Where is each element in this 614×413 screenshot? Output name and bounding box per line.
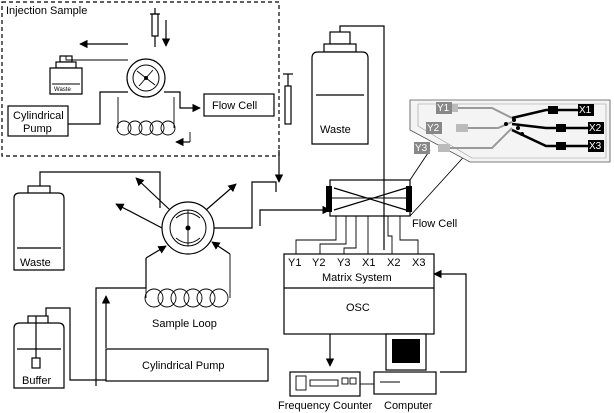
buffer-line	[45, 307, 106, 381]
buffer-label: Buffer	[22, 375, 51, 387]
chip-output-x2: X2	[589, 123, 602, 134]
inset-waste-bottle: Waste	[49, 55, 83, 95]
frequency-counter-device: Frequency Counter	[278, 371, 372, 412]
waste-left-line	[39, 171, 161, 208]
chip-output-x3: X3	[589, 141, 602, 152]
waste-bottle-top: Waste	[311, 31, 369, 145]
center-syringe-icon	[274, 73, 293, 183]
waste-left-label: Waste	[20, 257, 51, 269]
cylindrical-pump-box	[105, 348, 269, 382]
buffer-bottle: Buffer	[13, 315, 65, 389]
inset-waste-label: Waste	[54, 87, 71, 93]
chip-callout: Y1 Y2 Y3 X1 X2 X3	[409, 99, 611, 163]
matrix-system-label: Matrix System	[322, 272, 392, 284]
inset-flow-cell-box	[203, 93, 275, 117]
frequency-counter-label: Frequency Counter	[278, 400, 372, 412]
inset-flow-cell-label: Flow Cell	[212, 100, 257, 112]
main-six-port-valve	[161, 201, 215, 255]
flow-cell-label: Flow Cell	[412, 218, 457, 230]
computer-label: Computer	[384, 400, 433, 412]
chip-output-x1: X1	[579, 105, 592, 116]
computer-device: Computer	[373, 333, 437, 412]
channel-label-y1: Y1	[288, 257, 301, 269]
waste-top-label: Waste	[320, 124, 351, 136]
sample-loop-label: Sample Loop	[152, 318, 217, 330]
channel-label-x1: X1	[362, 257, 375, 269]
injection-sample-inset: Injection Sample Waste	[1, 1, 280, 157]
flow-cell-wires	[295, 216, 419, 254]
inset-title: Injection Sample	[6, 5, 87, 17]
cylindrical-pump-label: Cylindrical Pump	[142, 360, 225, 372]
chip-input-y3: Y3	[415, 143, 428, 154]
channel-label-x3: X3	[412, 257, 425, 269]
waste-bottle-left: Waste	[13, 185, 65, 271]
sample-loop-coil: Sample Loop	[144, 254, 231, 330]
channel-label-x2: X2	[387, 257, 400, 269]
osc-label: OSC	[346, 302, 370, 314]
channel-label-y3: Y3	[337, 257, 350, 269]
matrix-osc-unit: Y1 Y2 Y3 X1 X2 X3 Matrix System OSC	[283, 253, 435, 335]
channel-label-y2: Y2	[312, 257, 325, 269]
waste-top-line	[339, 25, 385, 250]
flow-cell: Flow Cell	[326, 179, 457, 230]
inset-sample-loop-coil	[116, 97, 191, 147]
inset-pump-box	[7, 105, 69, 137]
inset-pump-label-1: Cylindrical	[13, 110, 64, 122]
chip-callout-lines	[409, 149, 471, 217]
chip-input-y2: Y2	[427, 123, 440, 134]
inset-pump-label-2: Pump	[23, 123, 52, 135]
inset-six-port-valve	[126, 58, 166, 98]
chip-input-y1: Y1	[437, 103, 450, 114]
inset-syringe-icon	[150, 8, 171, 47]
